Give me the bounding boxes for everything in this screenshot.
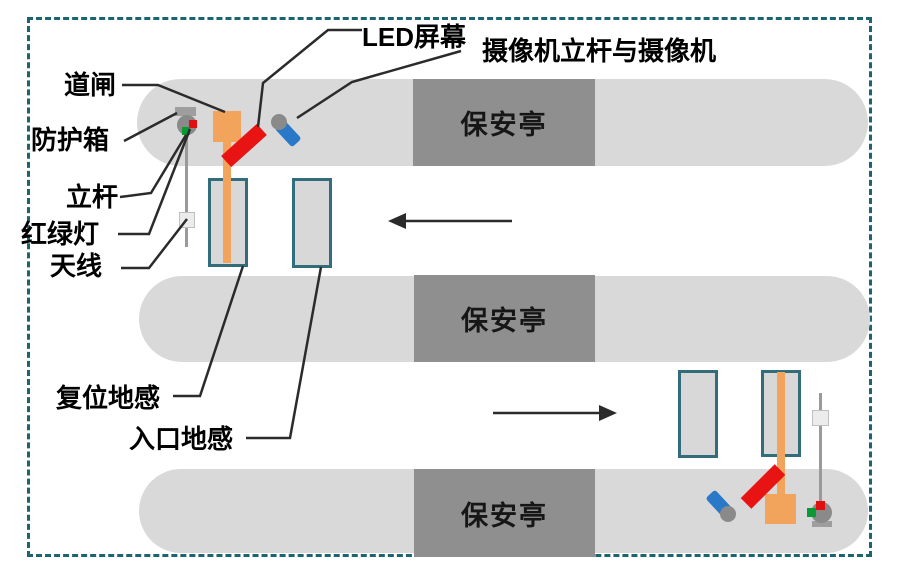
- security-booth-middle: 保安亭: [414, 275, 595, 362]
- label-reset-loop: 复位地感: [56, 383, 161, 413]
- label-traffic-light: 红绿灯: [21, 219, 100, 249]
- exit-barrier-arm-icon: [777, 372, 785, 496]
- entrance-traffic-light-red-icon: [189, 120, 197, 128]
- entrance-entry-loop-icon: [292, 178, 332, 268]
- label-led-screen: LED屏幕: [362, 22, 467, 52]
- label-pole: 立杆: [66, 182, 119, 212]
- entrance-pole-icon: [185, 130, 188, 247]
- label-camera-pole: 摄像机立杆与摄像机: [482, 36, 717, 66]
- exit-camera-head-icon: [720, 506, 736, 522]
- exit-barrier-machine-icon: [765, 494, 796, 524]
- security-booth-label: 保安亭: [460, 110, 548, 140]
- exit-traffic-light-red-icon: [816, 501, 825, 510]
- label-barrier-gate: 道闸: [64, 70, 117, 100]
- exit-antenna-icon: [812, 410, 829, 426]
- security-booth-bottom: 保安亭: [414, 469, 595, 557]
- exit-loop-icon-1: [678, 370, 718, 458]
- entrance-traffic-light-green-icon: [182, 127, 190, 135]
- exit-traffic-light-green-icon: [807, 508, 816, 517]
- security-booth-label: 保安亭: [461, 306, 548, 336]
- entrance-barrier-machine-icon: [213, 111, 241, 142]
- label-antenna: 天线: [50, 251, 103, 281]
- exit-pole-icon: [819, 393, 822, 513]
- security-booth-label: 保安亭: [461, 500, 548, 531]
- entrance-barrier-arm-icon: [223, 141, 231, 263]
- entrance-camera-head-icon: [271, 114, 287, 130]
- exit-pole-base-icon: [812, 521, 832, 527]
- security-booth-top: 保安亭: [413, 79, 595, 166]
- label-entrance-loop: 入口地感: [129, 424, 234, 454]
- entrance-antenna-icon: [179, 212, 195, 228]
- label-protective-box: 防护箱: [31, 125, 110, 155]
